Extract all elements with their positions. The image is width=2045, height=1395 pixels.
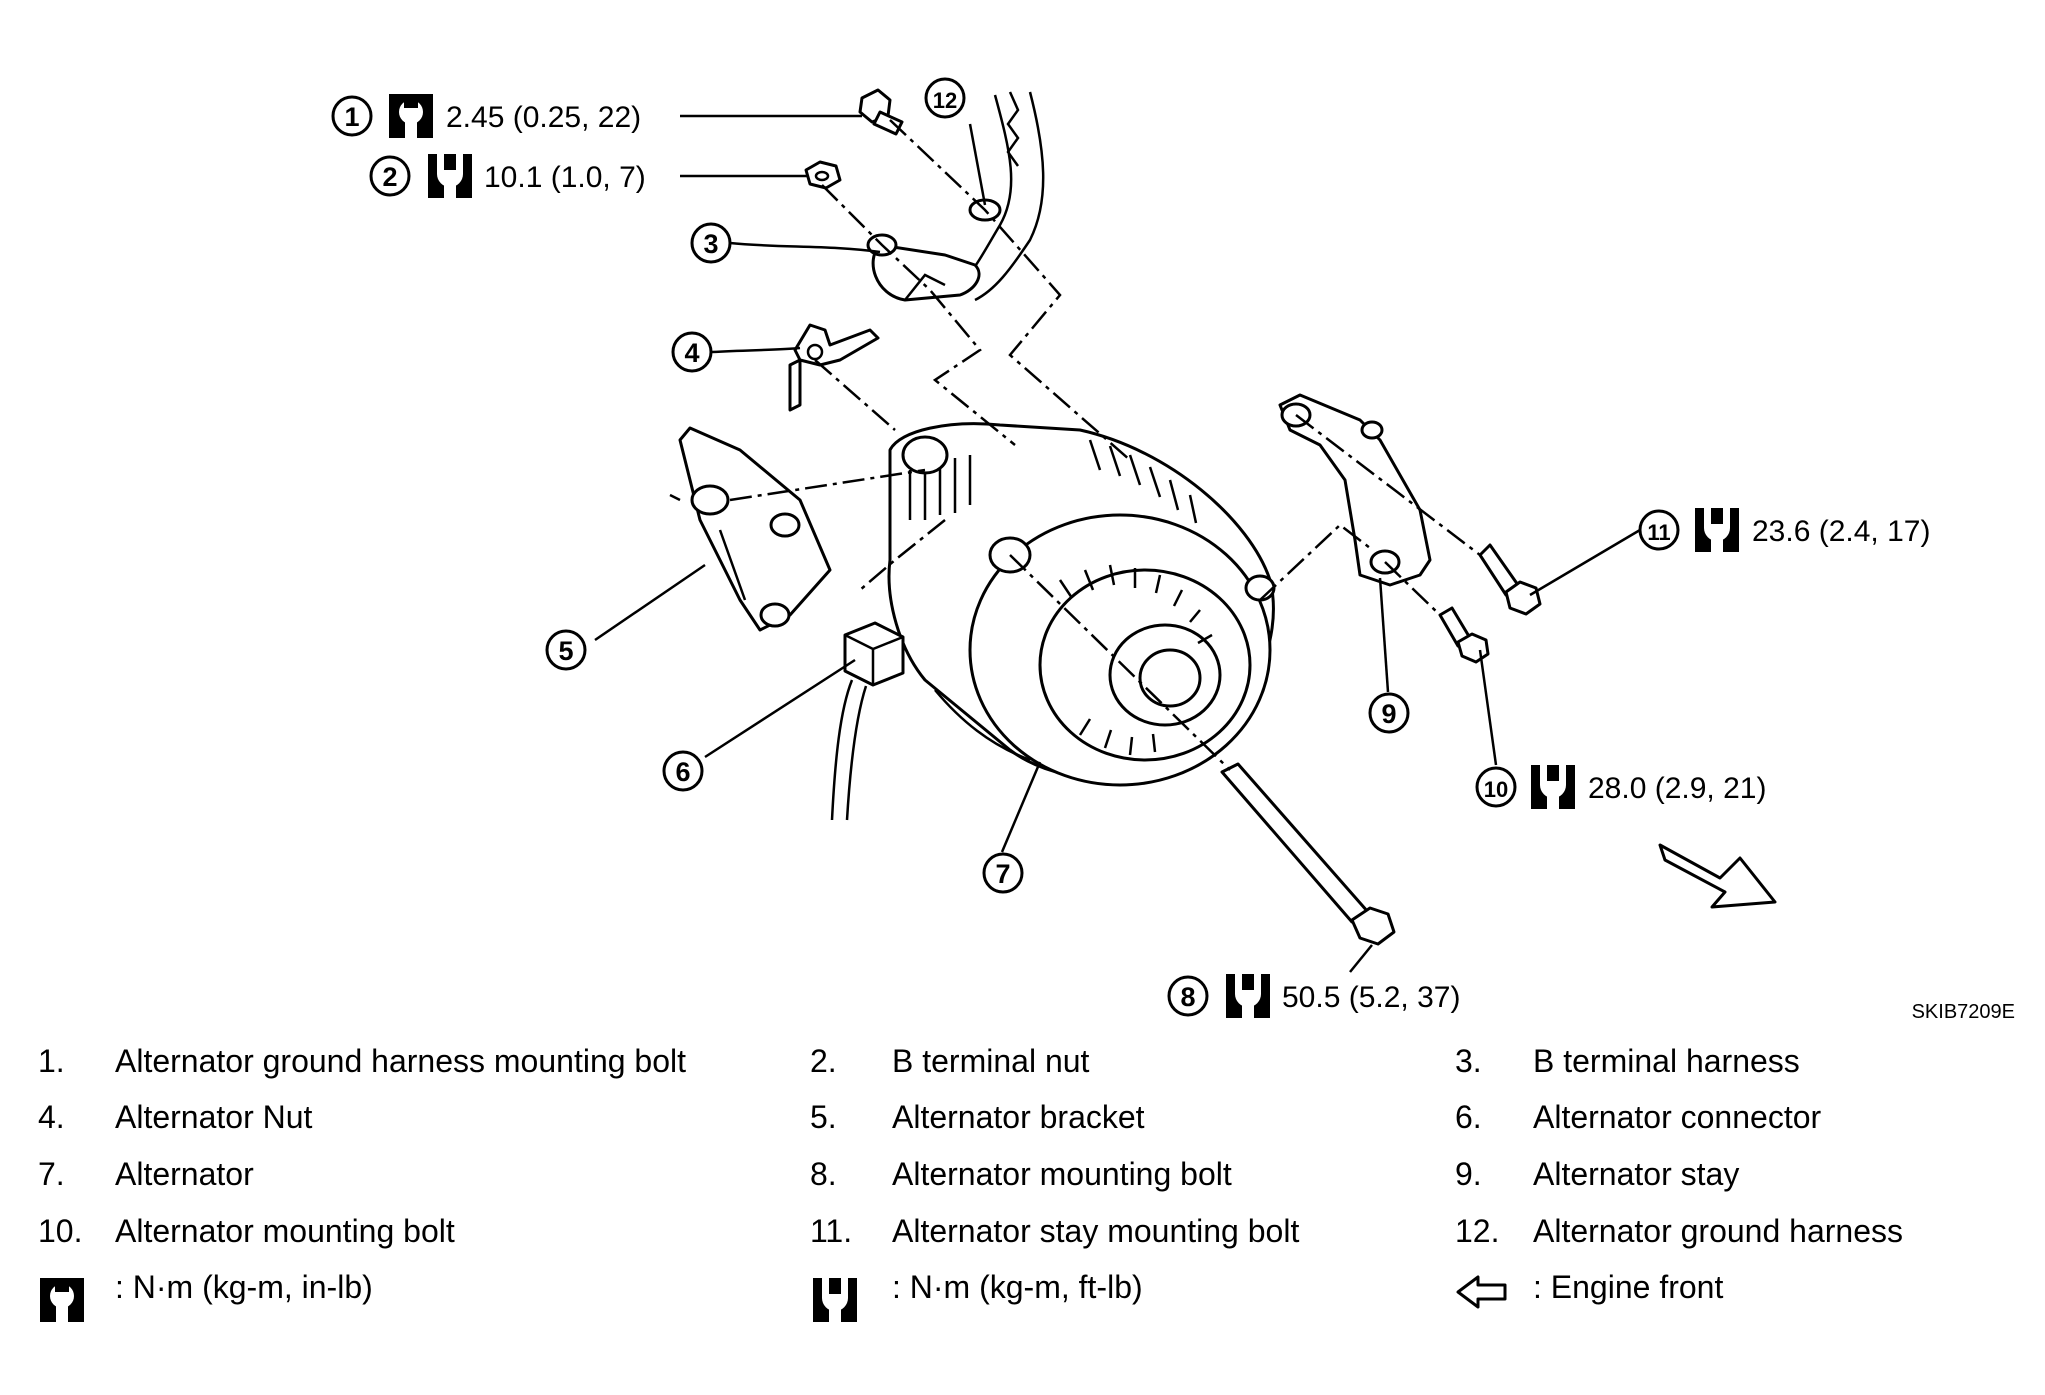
legend-symbol-text: : N·m (kg-m, ft-lb) <box>892 1269 1143 1305</box>
engine-front-arrow-icon <box>1658 843 1777 909</box>
svg-text:12: 12 <box>933 88 957 113</box>
legend-num: 10. <box>38 1213 82 1249</box>
legend-text: Alternator ground harness <box>1533 1213 1903 1249</box>
assembly-centerlines <box>729 119 1481 771</box>
legend-text: Alternator mounting bolt <box>892 1156 1232 1192</box>
svg-text:1: 1 <box>344 102 359 132</box>
legend-text: B terminal harness <box>1533 1043 1800 1079</box>
legend: 1. Alternator ground harness mounting bo… <box>38 1043 1903 1322</box>
callout-4: 4 <box>671 331 713 373</box>
legend-symbol-text: : Engine front <box>1533 1269 1723 1305</box>
alternator-connector <box>830 621 905 821</box>
legend-num: 4. <box>38 1099 65 1135</box>
b-terminal-harness <box>866 233 981 302</box>
svg-text:7: 7 <box>995 859 1010 889</box>
svg-text:11: 11 <box>1647 520 1670 545</box>
engine-front-arrow-icon <box>1456 1275 1507 1309</box>
torque-wrench-ftlb-icon <box>428 154 472 198</box>
torque-wrench-ftlb-icon <box>1226 974 1270 1018</box>
alternator-stay-mounting-bolt <box>1478 543 1542 616</box>
svg-text:3: 3 <box>703 229 718 259</box>
svg-text:5: 5 <box>558 636 573 666</box>
legend-num: 12. <box>1455 1213 1499 1249</box>
callout-12: 12 <box>924 77 966 119</box>
alternator-ground-harness-mounting-bolt <box>858 88 904 136</box>
legend-num: 1. <box>38 1043 65 1079</box>
callout-3: 3 <box>690 222 732 264</box>
callout-10: 10 28.0 (2.9, 21) <box>1475 765 1766 809</box>
b-terminal-nut <box>804 160 842 190</box>
callout-2: 2 10.1 (1.0, 7) <box>369 154 646 198</box>
alternator-body <box>887 422 1276 787</box>
legend-text: Alternator stay mounting bolt <box>892 1213 1299 1249</box>
legend-text: Alternator Nut <box>115 1099 313 1135</box>
legend-text: Alternator bracket <box>892 1099 1145 1135</box>
legend-text: Alternator <box>115 1156 254 1192</box>
legend-text: Alternator ground harness mounting bolt <box>115 1043 686 1079</box>
alternator-bracket <box>669 426 832 632</box>
svg-text:9: 9 <box>1381 699 1396 729</box>
torque-wrench-inlb-icon <box>40 1278 84 1322</box>
svg-text:2: 2 <box>382 162 397 192</box>
legend-text: Alternator stay <box>1533 1156 1739 1192</box>
alternator-stay <box>1278 393 1432 587</box>
svg-text:10: 10 <box>1484 777 1508 802</box>
svg-text:8: 8 <box>1180 982 1195 1012</box>
torque-wrench-inlb-icon <box>389 94 433 138</box>
callout-6: 6 <box>662 750 704 792</box>
svg-text:4: 4 <box>684 338 699 368</box>
svg-text:50.5 (5.2, 37): 50.5 (5.2, 37) <box>1282 981 1460 1014</box>
alternator-mounting-bolt-long <box>1220 762 1396 946</box>
callout-5: 5 <box>545 629 587 671</box>
legend-num: 6. <box>1455 1099 1482 1135</box>
legend-num: 2. <box>810 1043 837 1079</box>
legend-text: B terminal nut <box>892 1043 1090 1079</box>
callout-11: 11 23.6 (2.4, 17) <box>1638 508 1930 552</box>
svg-text:23.6 (2.4, 17): 23.6 (2.4, 17) <box>1752 515 1930 548</box>
alternator-nut-bracket <box>788 323 880 412</box>
legend-num: 5. <box>810 1099 837 1135</box>
legend-num: 9. <box>1455 1156 1482 1192</box>
callout-9: 9 <box>1368 692 1410 734</box>
svg-text:6: 6 <box>675 757 690 787</box>
callout-8: 8 50.5 (5.2, 37) <box>1167 974 1460 1018</box>
torque-wrench-ftlb-icon <box>1695 508 1739 552</box>
callout-1: 1 2.45 (0.25, 22) <box>331 94 641 138</box>
svg-text:28.0 (2.9, 21): 28.0 (2.9, 21) <box>1588 772 1766 805</box>
torque-wrench-ftlb-icon <box>1531 765 1575 809</box>
callout-7: 7 <box>982 852 1024 894</box>
svg-text:2.45 (0.25, 22): 2.45 (0.25, 22) <box>446 101 641 134</box>
torque-wrench-ftlb-icon <box>813 1278 857 1322</box>
diagram-code: SKIB7209E <box>1912 1001 2015 1023</box>
legend-num: 3. <box>1455 1043 1482 1079</box>
legend-symbol-text: : N·m (kg-m, in-lb) <box>115 1269 373 1305</box>
legend-num: 7. <box>38 1156 65 1192</box>
legend-num: 11. <box>810 1213 852 1249</box>
svg-text:10.1 (1.0, 7): 10.1 (1.0, 7) <box>484 161 646 194</box>
legend-text: Alternator mounting bolt <box>115 1213 455 1249</box>
legend-num: 8. <box>810 1156 837 1192</box>
leader-lines <box>594 114 1641 973</box>
legend-text: Alternator connector <box>1533 1099 1822 1135</box>
